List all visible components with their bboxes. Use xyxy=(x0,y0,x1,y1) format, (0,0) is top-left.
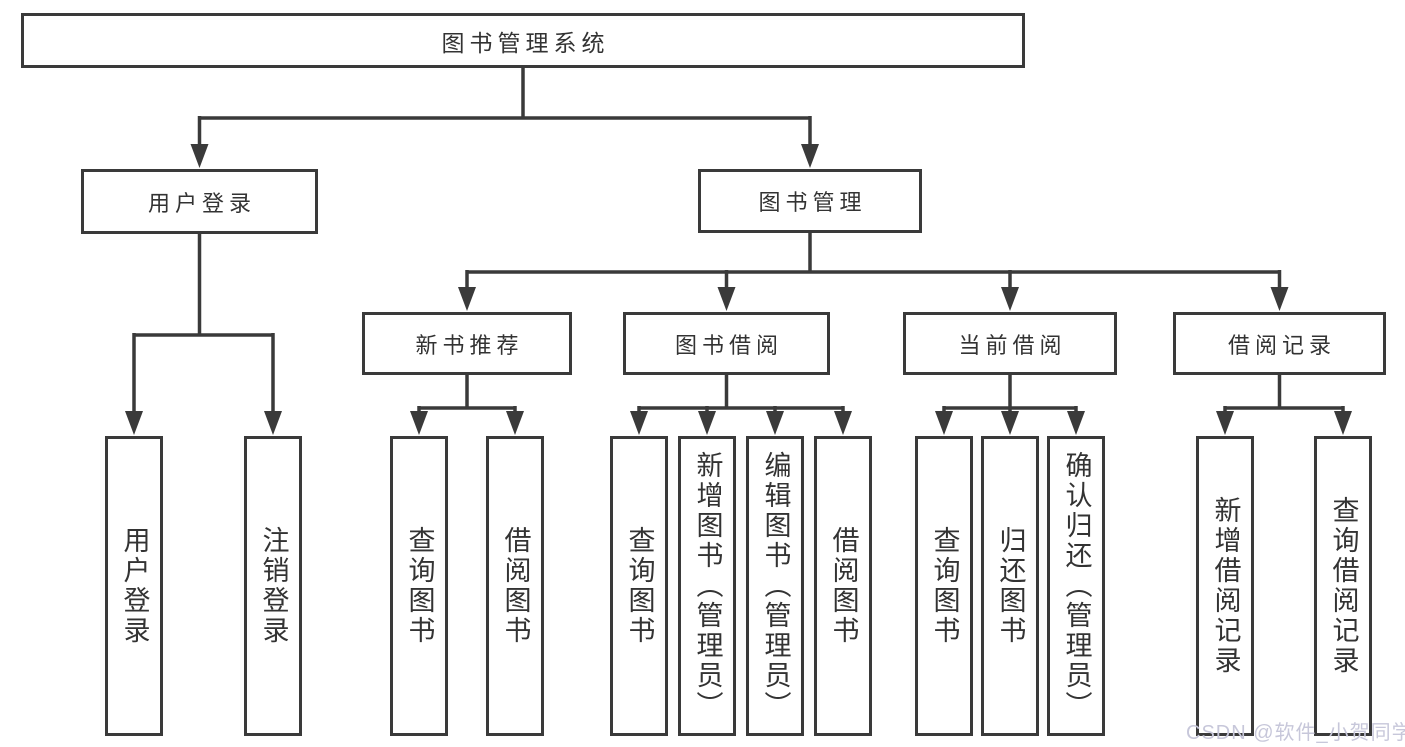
node-book-management: 图书管理 xyxy=(698,169,922,233)
node-book-borrowing: 图书借阅 xyxy=(623,312,830,375)
node-user-login-branch: 用户登录 xyxy=(81,169,318,234)
node-label: 借阅记录 xyxy=(1227,332,1336,358)
leaf-label: 确认归还（管理员） xyxy=(1061,451,1092,721)
node-label: 用户登录 xyxy=(147,190,256,216)
leaf-borrow-books-borrowing: 借阅图书 xyxy=(814,436,872,736)
node-label: 图书管理 xyxy=(758,190,867,215)
leaf-confirm-return-admin: 确认归还（管理员） xyxy=(1047,436,1105,736)
node-new-book-recommend: 新书推荐 xyxy=(362,312,572,375)
leaf-edit-book-admin: 编辑图书（管理员） xyxy=(746,436,804,736)
leaf-return-book: 归还图书 xyxy=(981,436,1039,736)
node-borrowing-records: 借阅记录 xyxy=(1173,312,1386,375)
leaf-label: 注销登录 xyxy=(258,526,289,646)
node-label: 当前借阅 xyxy=(958,332,1067,358)
leaf-label: 查询图书 xyxy=(929,526,960,646)
leaf-query-borrow-record: 查询借阅记录 xyxy=(1314,436,1372,736)
leaf-user-login: 用户登录 xyxy=(105,436,163,736)
leaf-label: 查询图书 xyxy=(624,526,655,646)
node-current-borrowing: 当前借阅 xyxy=(903,312,1117,375)
node-root-label: 图书管理系统 xyxy=(441,29,610,56)
leaf-add-book-admin: 新增图书（管理员） xyxy=(678,436,736,736)
csdn-watermark: CSDN @软件_小贺同学 xyxy=(1186,722,1405,744)
leaf-label: 查询借阅记录 xyxy=(1328,496,1359,676)
leaf-label: 编辑图书（管理员） xyxy=(760,451,791,721)
leaf-query-books-borrowing: 查询图书 xyxy=(610,436,668,736)
leaf-query-books-recommend: 查询图书 xyxy=(390,436,448,736)
leaf-label: 用户登录 xyxy=(119,526,150,646)
leaf-logout: 注销登录 xyxy=(244,436,302,736)
leaf-label: 借阅图书 xyxy=(500,526,531,646)
leaf-label: 新增借阅记录 xyxy=(1210,496,1241,676)
leaf-query-books-current: 查询图书 xyxy=(915,436,973,736)
node-root: 图书管理系统 xyxy=(21,13,1025,68)
node-label: 图书借阅 xyxy=(674,332,783,358)
leaf-label: 借阅图书 xyxy=(828,526,859,646)
leaf-label: 查询图书 xyxy=(404,526,435,646)
leaf-label: 归还图书 xyxy=(995,526,1026,646)
node-label: 新书推荐 xyxy=(415,332,524,358)
leaf-label: 新增图书（管理员） xyxy=(692,451,723,721)
leaf-borrow-books-recommend: 借阅图书 xyxy=(486,436,544,736)
leaf-add-borrow-record: 新增借阅记录 xyxy=(1196,436,1254,736)
